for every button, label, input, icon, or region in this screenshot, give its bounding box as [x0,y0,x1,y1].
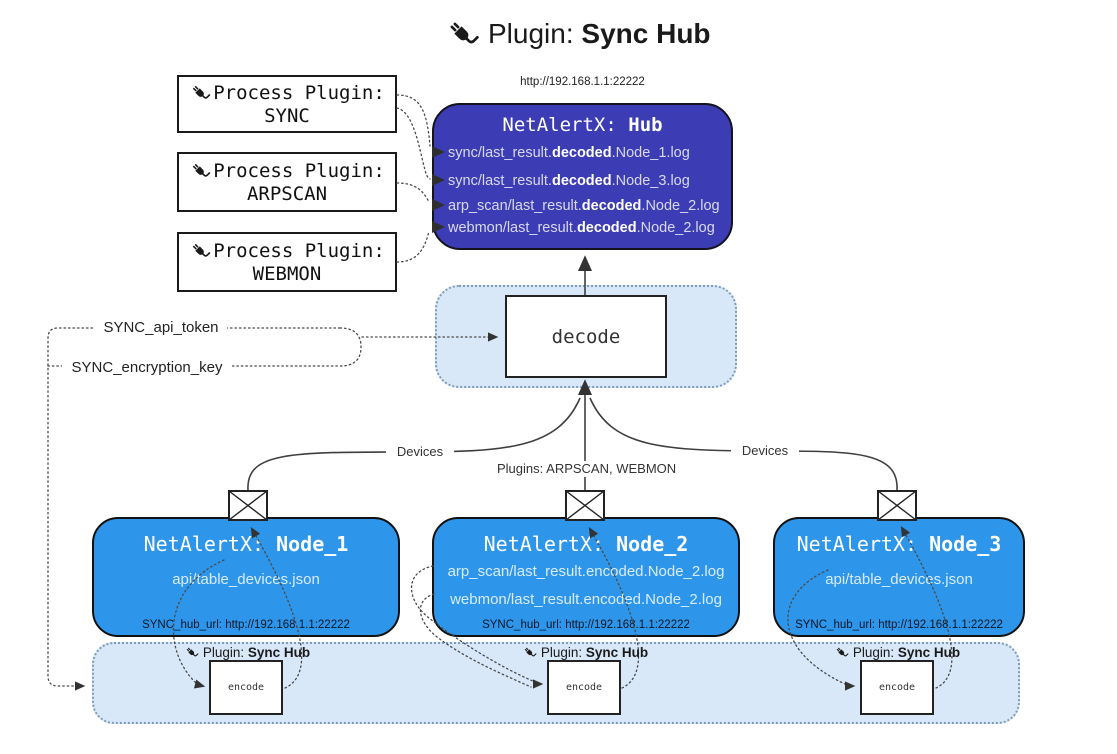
envelope-icon [228,490,268,521]
node-file: api/table_devices.json [172,571,320,588]
page-title: Plugin: Sync Hub [444,16,711,52]
encode-box: encode [860,660,934,715]
node-title: NetAlertX: Node_2 [483,532,689,556]
process-plugin-webmon-box: Process Plugin: WEBMON [177,232,397,292]
process-plugin-sync-box: Process Plugin: SYNC [177,75,397,133]
node-hub-url: SYNC_hub_url: http://192.168.1.1:22222 [142,619,350,631]
hub-title: NetAlertX: Hub [502,114,663,136]
node-title: NetAlertX: Node_1 [143,532,349,556]
plug-icon [189,82,211,104]
decode-label: decode [551,325,621,348]
hub-log-line: arp_scan/last_result.decoded.Node_2.log [448,198,720,214]
plug-icon [522,645,537,660]
process-plugin-label: Process Plugin: [213,159,385,182]
node-title: NetAlertX: Node_3 [796,532,1002,556]
process-plugin-label: Process Plugin: [213,81,385,104]
plug-icon [189,160,211,182]
encode-plugin-label: Plugin: Sync Hub [807,645,987,660]
process-plugin-name: ARPSCAN [246,182,328,205]
edge-label-plugins: Plugins: ARPSCAN, WEBMON [493,461,677,477]
encode-plugin-label: Plugin: Sync Hub [495,645,675,660]
edge-label-devices-left: Devices [386,444,454,460]
node-file: webmon/last_result.encoded.Node_2.log [450,591,722,608]
envelope-icon [565,490,605,521]
hub-log-line: sync/last_result.decoded.Node_3.log [448,173,690,189]
netalertx-node1-box: NetAlertX: Node_1 api/table_devices.json… [92,517,400,637]
webmon-to-hub-line [396,230,430,263]
page-title-bold: Sync Hub [581,18,711,49]
decode-box: decode [505,295,667,378]
plug-icon [184,645,199,660]
plug-icon [189,240,211,262]
node-file: arp_scan/last_result.encoded.Node_2.log [447,563,725,580]
process-plugin-label: Process Plugin: [213,239,385,262]
netalertx-node2-box: NetAlertX: Node_2 arp_scan/last_result.e… [432,517,740,637]
encode-plugin-label: Plugin: Sync Hub [157,645,337,660]
process-plugin-name: WEBMON [252,262,322,285]
node-file: api/table_devices.json [825,571,973,588]
plug-icon [834,645,849,660]
plug-icon [444,16,480,52]
hub-log-line: sync/last_result.decoded.Node_1.log [448,145,690,161]
netalertx-node3-box: NetAlertX: Node_3 api/table_devices.json… [773,517,1025,637]
sync-to-hub-line-1 [396,94,431,147]
process-plugin-arpscan-box: Process Plugin: ARPSCAN [177,152,397,212]
sync-encryption-key-label: SYNC_encryption_key [62,359,232,377]
envelope-icon [877,490,917,521]
node-hub-url: SYNC_hub_url: http://192.168.1.1:22222 [795,619,1003,631]
edge-label-devices-right: Devices [731,443,799,459]
hub-log-line: webmon/last_result.decoded.Node_2.log [448,220,715,236]
encode-box: encode [209,660,283,715]
sync-to-hub-line-2 [396,107,431,180]
encode-box: encode [547,660,621,715]
process-plugin-name: SYNC [264,104,310,127]
page-title-prefix: Plugin: [488,18,582,49]
sync-api-token-label: SYNC_api_token [95,319,227,337]
node-hub-url: SYNC_hub_url: http://192.168.1.1:22222 [482,619,690,631]
netalertx-hub-box: NetAlertX: Hub sync/last_result.decoded.… [432,103,733,250]
arpscan-to-hub-line [396,182,430,203]
hub-url: http://192.168.1.1:22222 [520,76,645,88]
